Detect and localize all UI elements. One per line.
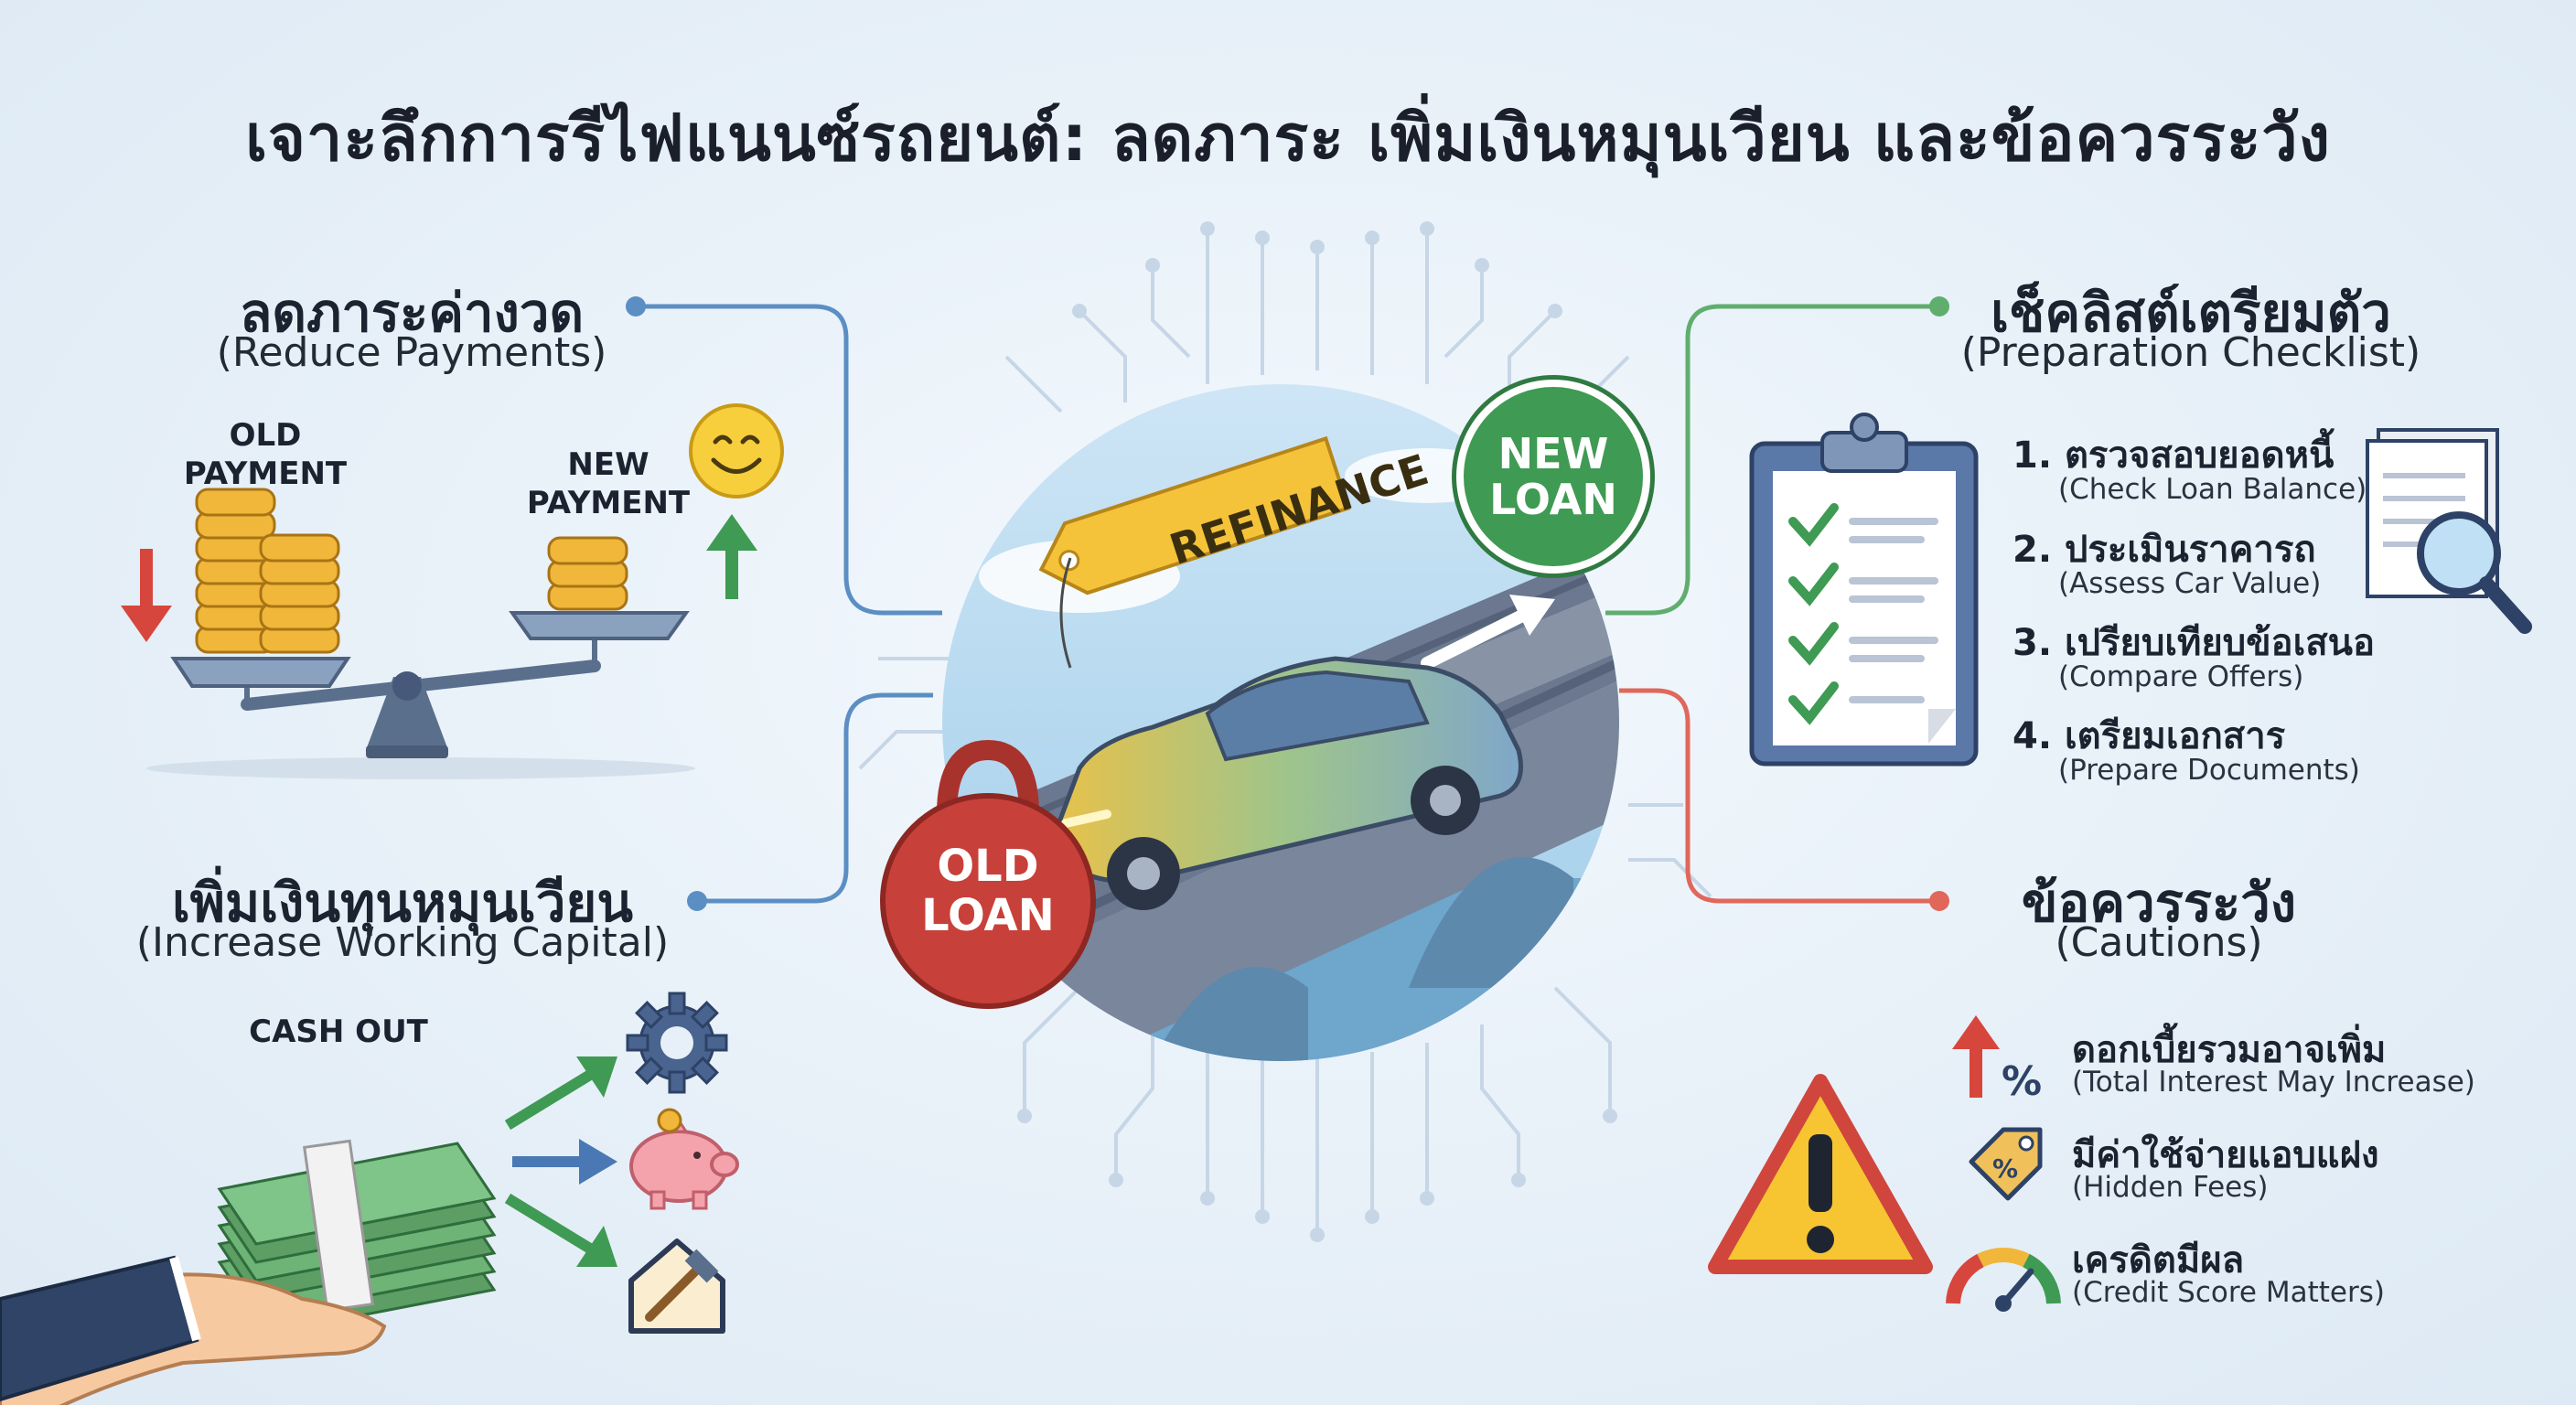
caution-item-2-sub: (Hidden Fees): [2072, 1171, 2269, 1204]
cautions-subheading: (Cautions): [2055, 919, 2263, 966]
document-magnifier-icon: [2366, 428, 2532, 634]
old-payment-label: OLD PAYMENT: [183, 417, 348, 492]
svg-text:%: %: [2002, 1058, 2042, 1105]
checklist-item-3-label: 3. เปรียบเทียบข้อเสนอ: [2012, 622, 2376, 664]
clipboard-checklist-icon: [1749, 413, 1979, 767]
checklist-heading: เช็คลิสต์เตรียมตัว: [1991, 282, 2391, 344]
checklist-item-1-sub: (Check Loan Balance): [2058, 473, 2367, 506]
reduce-payments-subheading: (Reduce Payments): [216, 329, 607, 376]
checklist-item-4-sub: (Prepare Documents): [2058, 754, 2360, 787]
reduce-payments-heading: ลดภาระค่างวด: [239, 282, 585, 344]
old-loan-label: OLD LOAN: [921, 841, 1055, 941]
gear-icon: [626, 992, 728, 1094]
checklist-item-2-sub: (Assess Car Value): [2058, 567, 2322, 600]
caution-item-1-sub: (Total Interest May Increase): [2072, 1066, 2475, 1099]
caution-item-1-label: ดอกเบี้ยรวมอาจเพิ่ม: [2072, 1029, 2387, 1071]
gauge-icon: [1946, 1248, 2061, 1312]
cash-out-label: CASH OUT: [249, 1014, 428, 1050]
new-payment-label: NEW PAYMENT: [526, 446, 691, 521]
car-icon: [1049, 656, 1523, 910]
working-capital-heading: เพิ่มเงินทุนหมุนเวียน: [171, 872, 634, 934]
interest-up-icon: %: [1952, 1015, 2042, 1105]
balance-scale-icon: [121, 488, 757, 779]
caution-item-2-label: มีค่าใช้จ่ายแอบแฝง: [2072, 1134, 2379, 1176]
checklist-item-2-label: 2. ประเมินราคารถ: [2012, 529, 2316, 571]
cautions-heading: ข้อควรระวัง: [2021, 872, 2297, 934]
page-title: เจาะลึกการรีไฟแนนซ์รถยนต์: ลดภาระ เพิ่มเ…: [245, 101, 2331, 176]
checklist-item-3-sub: (Compare Offers): [2058, 660, 2304, 693]
home-repair-icon: [628, 1239, 725, 1334]
svg-text:%: %: [1992, 1153, 2018, 1184]
warning-triangle-icon: [1708, 1074, 1933, 1274]
new-loan-badge: NEW LOAN: [1456, 380, 1650, 574]
checklist-subheading: (Preparation Checklist): [1960, 329, 2421, 376]
old-loan-weight-icon: [880, 739, 1096, 1009]
caution-item-3-sub: (Credit Score Matters): [2072, 1276, 2385, 1309]
checklist-item-1-label: 1. ตรวจสอบยอดหนี้: [2012, 434, 2334, 477]
cash-in-hand-icon: [0, 1139, 497, 1405]
caution-item-3-label: เครดิตมีผล: [2072, 1239, 2245, 1282]
new-loan-label: NEW LOAN: [1489, 429, 1617, 524]
cash-flow-arrows: [504, 1056, 617, 1267]
smiley-face-icon: [689, 403, 784, 499]
working-capital-subheading: (Increase Working Capital): [135, 919, 670, 966]
price-tag-icon: %: [1969, 1127, 2043, 1201]
checklist-item-4-label: 4. เตรียมเอกสาร: [2012, 715, 2286, 757]
piggy-bank-icon: [629, 1108, 739, 1210]
